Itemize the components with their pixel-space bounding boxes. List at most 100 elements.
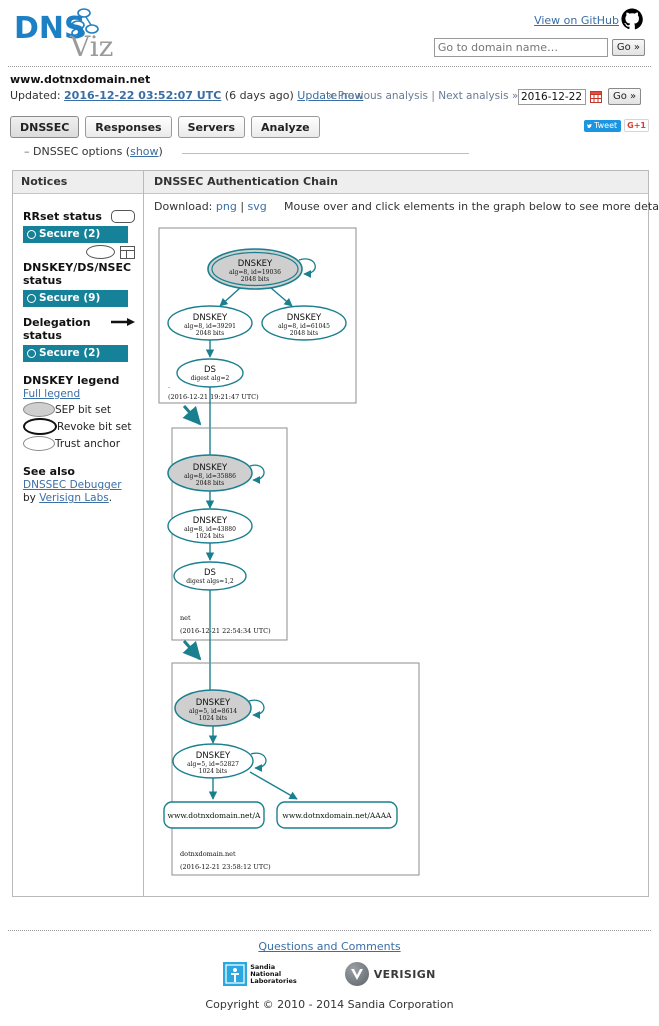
updated-ago: (6 days ago)	[224, 89, 294, 102]
download-separator: |	[240, 200, 245, 213]
svg-text:DNSKEY: DNSKEY	[196, 698, 231, 708]
svg-text:www.dotnxdomain.net/A: www.dotnxdomain.net/A	[168, 811, 261, 820]
node-net-ksk[interactable]: DNSKEY alg=8, id=35886 2048 bits	[167, 454, 265, 492]
updated-row: Updated: 2016-12-22 03:52:07 UTC (6 days…	[10, 88, 649, 107]
cluster-dnx-label: dotnxdomain.net	[180, 850, 236, 858]
tab-analyze[interactable]: Analyze	[251, 116, 320, 138]
tab-responses[interactable]: Responses	[85, 116, 172, 138]
rrset-status-badge[interactable]: Secure (2)	[23, 226, 128, 243]
options-show-link[interactable]: show	[130, 145, 159, 158]
svg-text:1024 bits: 1024 bits	[199, 715, 227, 722]
notice-group-dnskey: DNSKEY/DS/NSEC status Secure (9)	[23, 245, 135, 307]
legend-item-revoke: Revoke bit set	[23, 418, 135, 435]
node-root-ksk[interactable]: DNSKEY alg=8, id=19036 2048 bits	[207, 248, 316, 290]
domain-search-input[interactable]	[433, 38, 608, 57]
sponsor-logos: Sandia National Laboratories VERISIGN	[8, 962, 651, 986]
dnssec-panel: Notices RRset status Secure (2) DNSKEY/D…	[12, 170, 659, 897]
auth-chain-column: DNSSEC Authentication Chain Download: pn…	[144, 171, 659, 896]
svg-text:alg=5, id=52827: alg=5, id=52827	[187, 761, 239, 768]
update-now-link[interactable]: Update now	[297, 89, 364, 102]
notices-column: Notices RRset status Secure (2) DNSKEY/D…	[13, 171, 144, 896]
download-svg-link[interactable]: svg	[247, 200, 267, 213]
node-net-ds[interactable]: DS digest algs=1,2	[173, 561, 247, 591]
analysis-date-input[interactable]	[518, 88, 586, 105]
node-rrset-a[interactable]: www.dotnxdomain.net/A	[163, 801, 265, 829]
main-tabbar: DNSSEC Responses Servers Analyze Tweet G…	[10, 116, 649, 138]
node-rrset-aaaa[interactable]: www.dotnxdomain.net/AAAA	[276, 801, 398, 829]
next-analysis-link[interactable]: Next analysis »	[438, 90, 519, 102]
svg-text:2048 bits: 2048 bits	[196, 480, 224, 487]
node-root-zsk-39291[interactable]: DNSKEY alg=8, id=39291 2048 bits	[167, 305, 253, 341]
rrset-rounded-rect-icon	[111, 210, 135, 223]
full-legend-link[interactable]: Full legend	[23, 388, 81, 400]
download-png-link[interactable]: png	[215, 200, 237, 213]
see-also-title: See also	[23, 465, 75, 478]
cluster-net-label: net	[180, 614, 191, 622]
tab-dnssec[interactable]: DNSSEC	[10, 116, 80, 138]
options-label: DNSSEC options (	[33, 145, 131, 158]
view-on-github-link[interactable]: View on GitHub	[534, 14, 619, 27]
twitter-icon	[587, 123, 593, 128]
node-net-zsk[interactable]: DNSKEY alg=8, id=43880 1024 bits	[167, 508, 253, 544]
logo-viz-text: Viz	[69, 30, 113, 60]
svg-text:alg=5, id=8614: alg=5, id=8614	[189, 708, 237, 715]
svg-text:www.dotnxdomain.net/AAAA: www.dotnxdomain.net/AAAA	[282, 811, 392, 820]
svg-text:1024 bits: 1024 bits	[196, 533, 224, 540]
svg-text:DNSKEY: DNSKEY	[238, 259, 273, 269]
svg-text:1024 bits: 1024 bits	[199, 768, 227, 775]
page-title: www.dotnxdomain.net	[10, 73, 151, 86]
options-collapse-dash[interactable]: –	[24, 145, 30, 158]
dnskey-status-badge[interactable]: Secure (9)	[23, 290, 128, 307]
node-root-ds[interactable]: DS digest alg=2	[176, 358, 244, 388]
analysis-nav: « Previous analysis | Next analysis »	[328, 90, 518, 102]
mouse-over-hint: Mouse over and click elements in the gra…	[284, 200, 659, 213]
google-plus-one-button[interactable]: G+1	[624, 119, 649, 132]
download-label: Download:	[154, 200, 213, 213]
tweet-button[interactable]: Tweet	[584, 119, 622, 132]
svg-text:alg=8, id=61045: alg=8, id=61045	[278, 323, 330, 330]
cluster-root-border	[158, 227, 357, 404]
analysis-date-go-button[interactable]: Go »	[608, 88, 642, 105]
tab-servers[interactable]: Servers	[177, 116, 245, 138]
node-root-zsk-61045[interactable]: DNSKEY alg=8, id=61045 2048 bits	[261, 305, 347, 341]
edge-net-to-dnx-delegation	[182, 640, 202, 661]
svg-text:DNSKEY: DNSKEY	[193, 463, 228, 473]
notices-body: RRset status Secure (2) DNSKEY/DS/NSEC s…	[13, 194, 143, 505]
notice-group-delegation: Delegation status Secure (2)	[23, 316, 135, 362]
sandia-line-1: Sandia	[250, 962, 276, 971]
node-dnx-ksk[interactable]: DNSKEY alg=5, id=8614 1024 bits	[174, 689, 265, 727]
questions-and-comments-link[interactable]: Questions and Comments	[258, 940, 401, 953]
site-header: DNS Viz View on GitHub Go »	[8, 0, 651, 67]
delegation-status-value: Secure (2)	[39, 347, 101, 359]
rrset-status-value: Secure (2)	[39, 228, 101, 240]
options-close-paren: )	[158, 145, 163, 158]
dnssec-options-fieldset: – DNSSEC options (show)	[24, 145, 649, 161]
cluster-root-label: .	[168, 382, 170, 390]
search-go-button[interactable]: Go »	[611, 39, 645, 56]
legend-label-revoke: Revoke bit set	[57, 420, 132, 433]
options-rule	[182, 153, 469, 154]
updated-timestamp-link[interactable]: 2016-12-22 03:52:07 UTC	[64, 89, 222, 102]
github-icon[interactable]	[621, 8, 643, 30]
analysis-nav-separator: |	[431, 90, 435, 102]
legend-label-sep: SEP bit set	[55, 403, 112, 416]
sandia-national-laboratories-logo[interactable]: Sandia National Laboratories	[223, 962, 297, 986]
svg-text:2048 bits: 2048 bits	[241, 276, 269, 283]
auth-chain-svg[interactable]: DNSKEY alg=8, id=19036 2048 bits DNSKEY …	[154, 216, 604, 906]
legend-label-anchor: Trust anchor	[55, 437, 121, 450]
notice-group-rrset: RRset status Secure (2)	[23, 210, 135, 243]
dnskey-status-value: Secure (9)	[39, 292, 101, 304]
delegation-status-badge[interactable]: Secure (2)	[23, 345, 128, 362]
verisign-labs-link[interactable]: Verisign Labs	[39, 492, 109, 504]
edge-dnx-zsk-to-aaaa	[249, 771, 298, 800]
dnssec-auth-chain-graph[interactable]: DNSKEY alg=8, id=19036 2048 bits DNSKEY …	[154, 216, 604, 906]
verisign-logo[interactable]: VERISIGN	[344, 962, 436, 986]
cluster-root-timestamp: (2016-12-21 19:21:47 UTC)	[168, 393, 259, 401]
see-also-by: by	[23, 492, 40, 504]
dnssec-debugger-link[interactable]: DNSSEC Debugger	[23, 479, 122, 491]
edge-root-ksk-to-39291	[219, 287, 241, 307]
see-also-period: .	[108, 492, 113, 504]
calendar-icon[interactable]	[590, 90, 602, 103]
sep-bit-ellipse-icon	[23, 402, 55, 417]
previous-analysis-link[interactable]: « Previous analysis	[328, 90, 428, 102]
